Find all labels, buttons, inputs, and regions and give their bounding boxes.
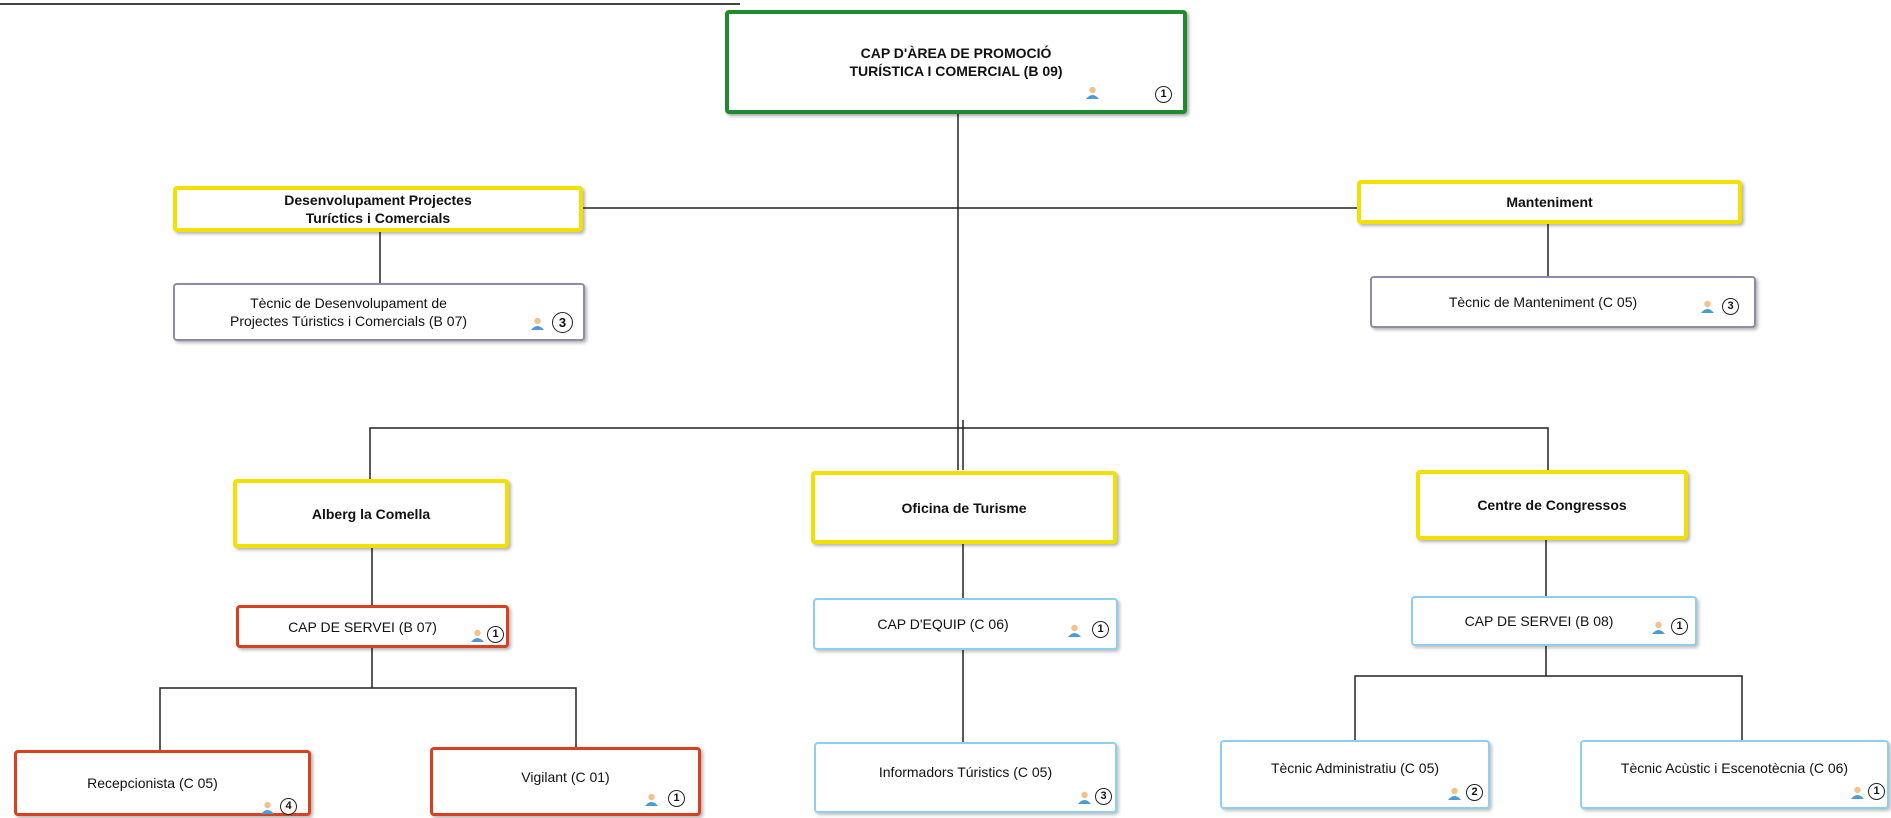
- connector-alberg-split: [159, 648, 577, 750]
- person-icon: [531, 317, 544, 330]
- person-icon: [1701, 300, 1714, 313]
- root-title-line1: CAP D'ÀREA DE PROMOCIÓ: [860, 45, 1052, 61]
- dept-maint-label: Manteniment: [1506, 194, 1593, 210]
- dept-desenvolupament-box: Desenvolupament Projectes Turíctics i Co…: [173, 186, 583, 232]
- dept-manteniment-box: Manteniment: [1357, 180, 1742, 224]
- person-icon: [471, 629, 484, 642]
- dev-tech-box: Tècnic de Desenvolupament de Projectes T…: [173, 283, 585, 341]
- acoustic-tech-label: Tècnic Acùstic i Escenotècnia (C 06): [1620, 759, 1849, 776]
- oficina-head-box: CAP D'EQUIP (C 06) 1: [813, 598, 1118, 650]
- alberg-head-box: CAP DE SERVEI (B 07) 1: [236, 605, 509, 648]
- headcount-badge: 3: [1722, 298, 1739, 315]
- maint-tech-label: Tècnic de Manteniment (C 05): [1448, 294, 1638, 310]
- person-icon: [1448, 787, 1461, 800]
- headcount-badge: 1: [668, 790, 685, 807]
- congressos-label: Centre de Congressos: [1477, 497, 1627, 513]
- acoustic-tech-box: Tècnic Acùstic i Escenotècnia (C 06) 1: [1580, 740, 1889, 809]
- root-title-line2: TURÍSTICA I COMERCIAL (B 09): [849, 63, 1063, 79]
- headcount-badge: 3: [552, 312, 573, 333]
- person-icon: [645, 793, 658, 806]
- dept-oficina-box: Oficina de Turisme: [811, 471, 1117, 544]
- oficina-head-label: CAP D'EQUIP (C 06): [877, 616, 1009, 632]
- headcount-badge: 1: [1155, 86, 1172, 103]
- headcount-badge: 1: [1671, 618, 1688, 635]
- top-divider: [0, 0, 740, 5]
- connector-lower-branch: [369, 427, 1549, 480]
- dept-alberg-box: Alberg la Comella: [233, 479, 509, 548]
- person-icon: [1086, 86, 1099, 99]
- headcount-badge: 1: [1868, 783, 1885, 800]
- root-box: CAP D'ÀREA DE PROMOCIÓ TURÍSTICA I COMER…: [725, 10, 1187, 114]
- person-icon: [1068, 624, 1081, 637]
- headcount-badge: 4: [280, 798, 297, 815]
- recepcionista-box: Recepcionista (C 05) 4: [14, 750, 311, 816]
- maint-tech-box: Tècnic de Manteniment (C 05) 3: [1370, 276, 1756, 328]
- alberg-label: Alberg la Comella: [311, 505, 431, 522]
- vigilant-label: Vigilant (C 01): [521, 768, 610, 785]
- dev-tech-line1: Tècnic de Desenvolupament de: [250, 295, 447, 311]
- informadors-label: Informadors Túristics (C 05): [878, 763, 1053, 780]
- connector-congressos-split: [1354, 646, 1743, 740]
- headcount-badge: 1: [487, 626, 504, 643]
- vigilant-box: Vigilant (C 01) 1: [430, 747, 701, 816]
- dept-dev-line2: Turíctics i Comercials: [305, 210, 451, 226]
- admin-tech-box: Tècnic Administratiu (C 05) 2: [1220, 740, 1490, 809]
- headcount-badge: 2: [1466, 784, 1483, 801]
- headcount-badge: 3: [1095, 788, 1112, 805]
- dept-congressos-box: Centre de Congressos: [1416, 470, 1688, 540]
- informadors-box: Informadors Túristics (C 05) 3: [814, 742, 1117, 813]
- dept-dev-line1: Desenvolupament Projectes: [284, 192, 472, 208]
- congressos-head-label: CAP DE SERVEI (B 08): [1464, 613, 1614, 629]
- admin-tech-label: Tècnic Administratiu (C 05): [1270, 759, 1440, 776]
- oficina-label: Oficina de Turisme: [901, 499, 1027, 516]
- person-icon: [1652, 621, 1665, 634]
- headcount-badge: 1: [1092, 621, 1109, 638]
- dev-tech-line2: Projectes Túristics i Comercials (B 07): [230, 313, 468, 329]
- person-icon: [261, 801, 274, 814]
- person-icon: [1078, 791, 1091, 804]
- recepcionista-label: Recepcionista (C 05): [87, 775, 218, 791]
- person-icon: [1851, 786, 1864, 799]
- alberg-head-label: CAP DE SERVEI (B 07): [288, 618, 437, 635]
- congressos-head-box: CAP DE SERVEI (B 08) 1: [1411, 596, 1697, 646]
